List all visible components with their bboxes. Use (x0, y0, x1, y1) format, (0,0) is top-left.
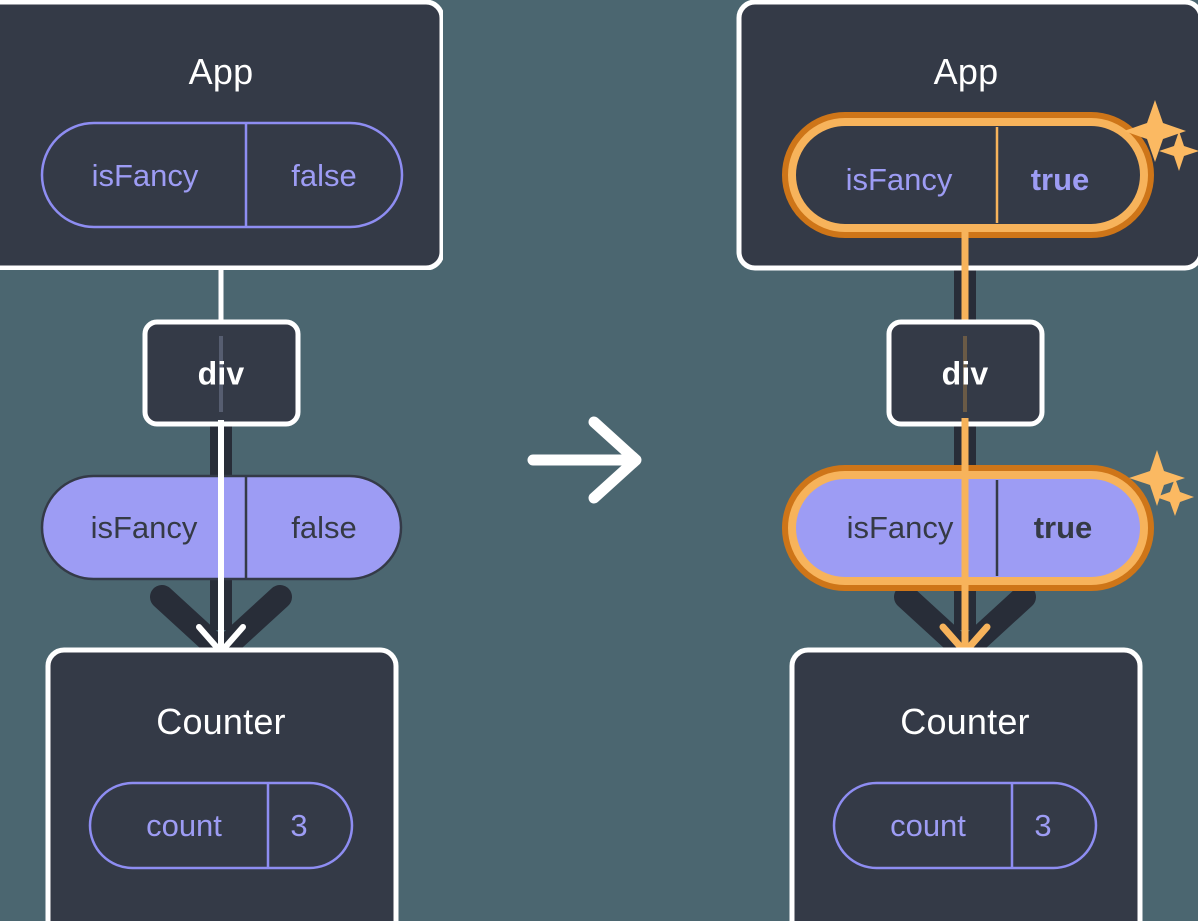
right-counter-state-pill[interactable] (832, 781, 1098, 870)
right-counter-title: Counter (900, 701, 1030, 742)
left-counter-title: Counter (156, 701, 286, 742)
left-counter-state-pill[interactable] (88, 781, 354, 870)
sparkle-large-app (1124, 100, 1186, 162)
left-app-title: App (188, 51, 254, 92)
right-app-title: App (933, 51, 999, 92)
left-app-prop-key: isFancy (91, 158, 199, 193)
right-counter-state-key: count (890, 808, 966, 843)
right-prop-pill-value: true (1033, 510, 1093, 545)
left-counter-state-value: 3 (290, 808, 308, 843)
left-div-label: div (197, 355, 245, 392)
right-counter-state-value: 3 (1034, 808, 1052, 843)
left-app-prop-value: false (291, 158, 357, 193)
right-div-label: div (941, 355, 989, 392)
arrow-right-icon (527, 416, 642, 504)
right-app-prop-pill[interactable] (782, 112, 1154, 238)
right-prop-pill-key: isFancy (846, 510, 954, 545)
left-counter-state-key: count (146, 808, 222, 843)
left-prop-pill-key: isFancy (90, 510, 198, 545)
sparkle-large-pill (1129, 450, 1185, 506)
sparkle-small-pill (1156, 478, 1194, 516)
left-app-prop-pill[interactable] (40, 121, 404, 229)
sparkle-small-app (1159, 131, 1198, 171)
left-app-panel (0, 0, 443, 270)
right-app-prop-key: isFancy (845, 162, 953, 197)
left-counter-panel (45, 647, 399, 921)
left-prop-pill-value: false (291, 510, 357, 545)
right-app-prop-value: true (1030, 162, 1090, 197)
right-counter-panel (789, 647, 1143, 921)
